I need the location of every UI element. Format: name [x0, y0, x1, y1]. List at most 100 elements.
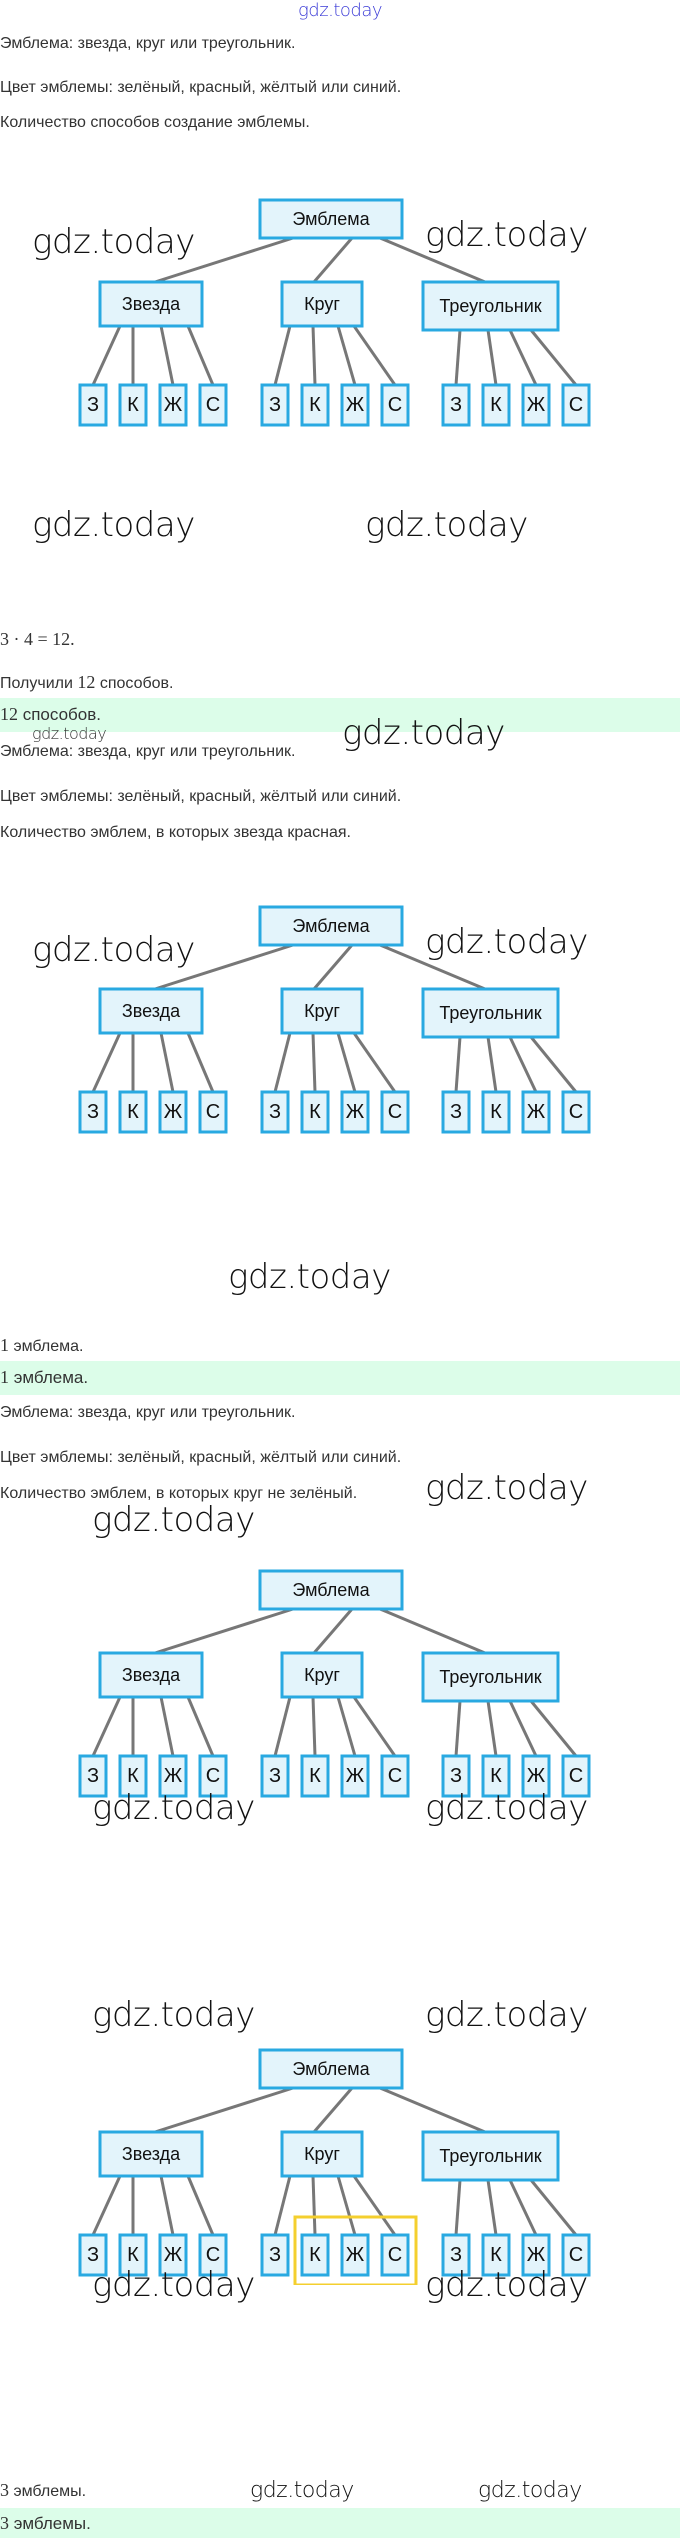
tree-edge: [379, 2086, 486, 2134]
branch-node-label: Круг: [304, 294, 340, 314]
answer-text: 1 эмблема.: [0, 1367, 88, 1388]
watermark: gdz.today: [365, 505, 528, 545]
leaf-node-label: К: [127, 394, 139, 416]
watermark: gdz.today: [32, 222, 195, 262]
leaf-node-label: Ж: [164, 2244, 183, 2266]
tree-edge: [529, 1036, 578, 1093]
leaf-node: Ж: [158, 2233, 188, 2277]
tree-edge: [352, 1696, 397, 1757]
answer-label: эмблема.: [9, 1368, 89, 1387]
leaf-node-label: Ж: [527, 1765, 546, 1787]
watermark: gdz.today: [342, 713, 505, 753]
watermark: gdz.today: [425, 1788, 588, 1828]
problem-line-colors: Цвет эмблемы: зелёный, красный, жёлтый и…: [0, 788, 402, 805]
watermark: gdz.today: [32, 505, 195, 545]
leaf-node: С: [561, 383, 591, 427]
branch-node: Треугольник: [421, 280, 560, 332]
leaf-node: Ж: [340, 383, 370, 427]
tree-edge: [159, 325, 175, 386]
answer-number: 3: [0, 2513, 9, 2533]
result-number: 1: [0, 1335, 9, 1355]
tree-edge: [186, 325, 215, 386]
leaf-node: С: [380, 1090, 410, 1134]
leaf-node: Ж: [521, 1754, 551, 1798]
leaf-node: З: [441, 383, 471, 427]
watermark: gdz.today: [425, 215, 588, 255]
tree-edge: [311, 1696, 317, 1757]
tree-edge: [159, 1696, 175, 1757]
tree-edge: [312, 1608, 354, 1654]
leaf-node: С: [198, 2233, 228, 2277]
root-node: Эмблема: [258, 2048, 404, 2090]
leaf-node: С: [198, 383, 228, 427]
watermark: gdz.today: [250, 2478, 354, 2503]
leaf-node: К: [481, 2233, 511, 2277]
leaf-node: С: [380, 2233, 410, 2277]
leaf-node-label: К: [309, 394, 321, 416]
leaf-node: С: [198, 1090, 228, 1134]
root-node-label: Эмблема: [292, 916, 370, 936]
problem-line-colors: Цвет эмблемы: зелёный, красный, жёлтый и…: [0, 79, 402, 96]
branch-node-label: Звезда: [122, 2144, 181, 2164]
problem-line-question: Количество эмблем, в которых круг не зел…: [0, 1485, 358, 1502]
tree-edge: [529, 1700, 578, 1757]
leaf-node-label: К: [490, 1101, 502, 1123]
branch-node-label: Треугольник: [439, 1667, 541, 1687]
leaf-node: К: [300, 2233, 330, 2277]
result: 3 эмблемы.: [0, 2480, 86, 2502]
leaf-node-label: С: [569, 394, 583, 416]
branch-node-label: Треугольник: [439, 1003, 541, 1023]
tree-edge: [454, 1700, 462, 1757]
watermark: gdz.today: [92, 1788, 255, 1828]
tree-edge: [311, 2175, 317, 2236]
watermark: gdz.today: [92, 2265, 255, 2305]
branch-node: Круг: [280, 1651, 364, 1699]
watermark: gdz.today: [32, 724, 107, 743]
tree-edge: [486, 1036, 498, 1093]
leaf-node: З: [260, 1090, 290, 1134]
leaf-node-label: С: [569, 2244, 583, 2266]
leaf-node: З: [78, 383, 108, 427]
branch-node: Звезда: [98, 987, 204, 1035]
leaf-node: С: [380, 1754, 410, 1798]
answer-label: способов.: [18, 705, 101, 724]
tree-edge: [273, 2175, 292, 2236]
tree-edge: [186, 1032, 215, 1093]
branch-node: Треугольник: [421, 2130, 560, 2182]
answer-band: 3 эмблемы.: [0, 2508, 680, 2538]
leaf-node: К: [300, 1754, 330, 1798]
tree-edge: [352, 325, 397, 386]
tree-edge: [186, 1696, 215, 1757]
leaf-node-label: З: [269, 394, 281, 416]
tree-edge: [454, 329, 462, 386]
result: 1 эмблема.: [0, 1335, 83, 1357]
root-node-label: Эмблема: [292, 209, 370, 229]
problem-line-shapes: Эмблема: звезда, круг или треугольник.: [0, 35, 296, 52]
leaf-node: К: [118, 2233, 148, 2277]
leaf-node-label: Ж: [346, 2244, 365, 2266]
leaf-node-label: С: [388, 394, 402, 416]
branch-node-label: Звезда: [122, 294, 181, 314]
leaf-node: Ж: [521, 1090, 551, 1134]
header-watermark[interactable]: gdz.today: [297, 0, 383, 21]
leaf-node: Ж: [340, 1090, 370, 1134]
tree-edge: [486, 1700, 498, 1757]
tree-edge: [312, 237, 354, 283]
tree-edge: [454, 1036, 462, 1093]
tree-edge: [273, 1032, 292, 1093]
leaf-node-label: З: [87, 2244, 99, 2266]
tree-edge: [154, 2086, 294, 2134]
leaf-node-label: С: [569, 1101, 583, 1123]
leaf-node-label: К: [127, 2244, 139, 2266]
leaf-node-label: З: [87, 1101, 99, 1123]
leaf-node-label: К: [127, 1101, 139, 1123]
answer-text: 12 способов.: [0, 704, 101, 725]
tree-edge: [186, 2175, 215, 2236]
leaf-node-label: З: [450, 1101, 462, 1123]
branch-node: Треугольник: [421, 987, 560, 1039]
tree-edge: [311, 325, 317, 386]
result-label: эмблемы.: [9, 2483, 87, 2500]
